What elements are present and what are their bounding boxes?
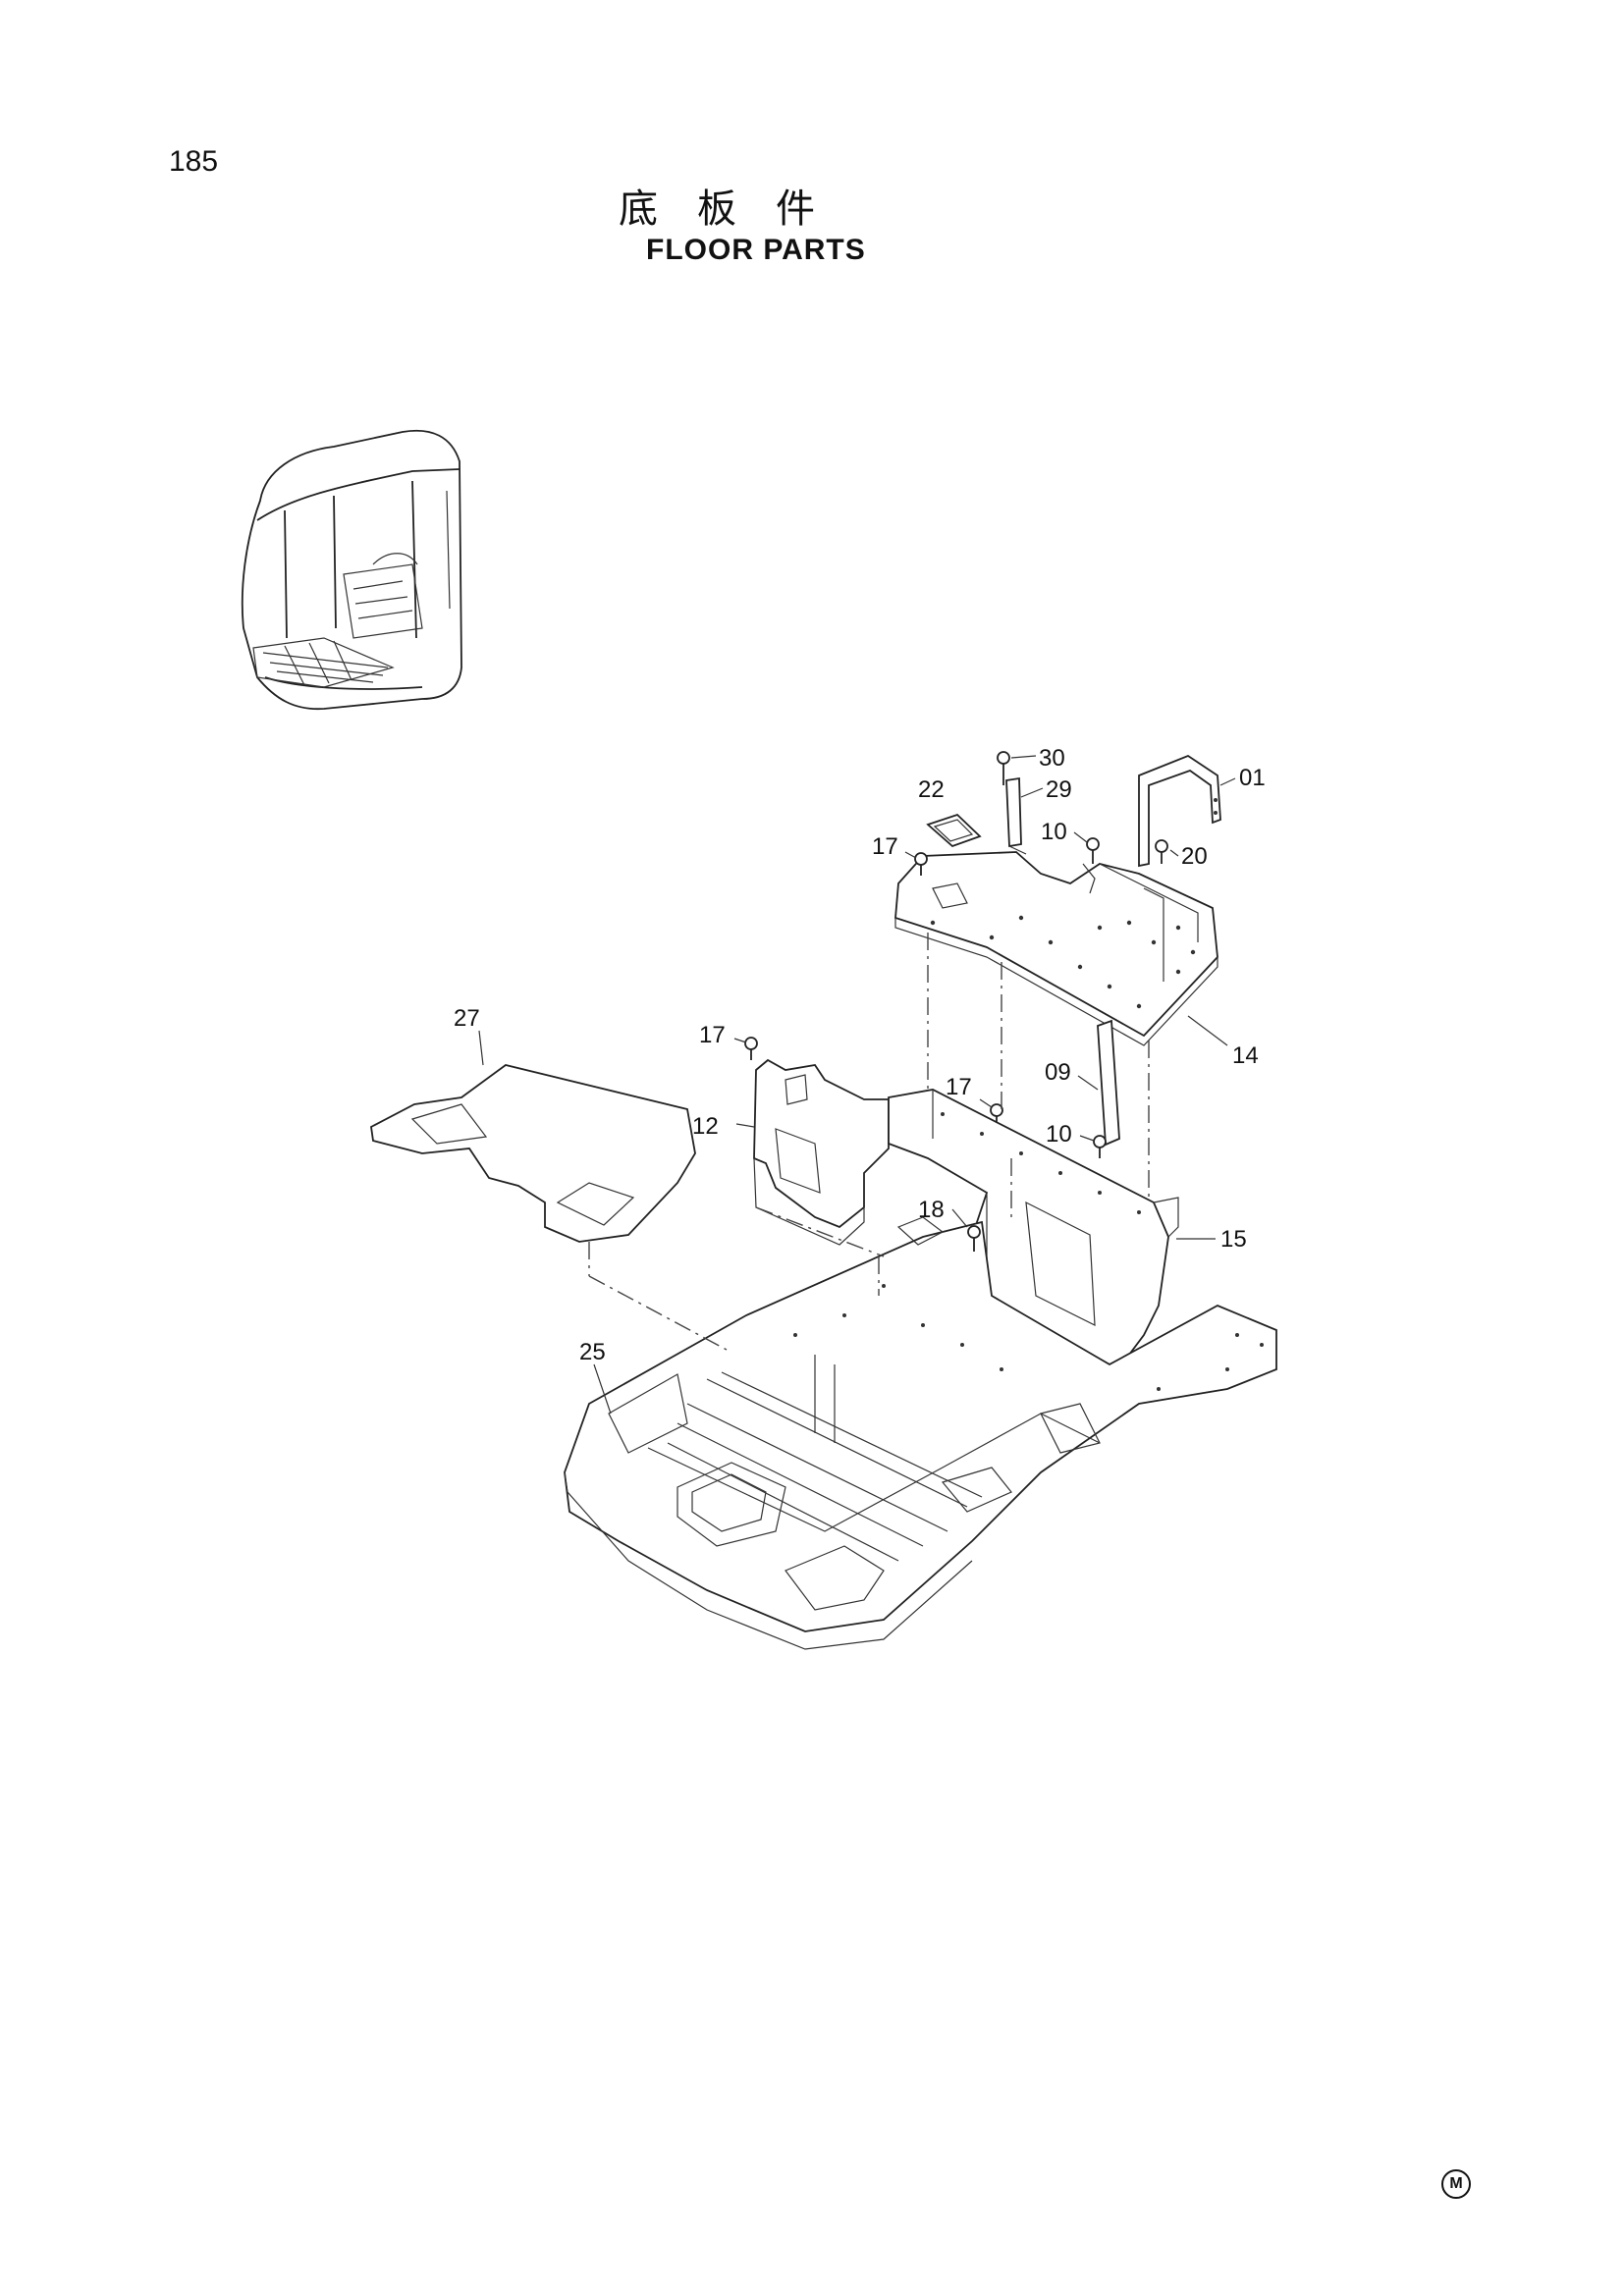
- callout-12: 12: [692, 1113, 719, 1140]
- bolt-part-18: [967, 1225, 981, 1252]
- callout-18: 18: [918, 1197, 945, 1223]
- callout-15: 15: [1220, 1226, 1247, 1253]
- bolt-part-17-middle: [990, 1103, 1003, 1127]
- bolt-part-10-upper: [1082, 837, 1100, 894]
- bolt-part-30: [997, 751, 1010, 785]
- callout-01: 01: [1239, 765, 1266, 791]
- cover-part-22: [926, 813, 982, 848]
- callout-10-upper: 10: [1041, 819, 1067, 845]
- main-floor-25: [564, 1216, 1277, 1650]
- cab-thumbnail-illustration: [241, 429, 462, 711]
- bolt-part-17-upper: [914, 852, 928, 876]
- callout-29: 29: [1046, 776, 1072, 803]
- leader-lines: [478, 755, 1236, 1415]
- corner-mark-icon: M: [1441, 2169, 1471, 2199]
- bracket-part-01: [1138, 754, 1221, 868]
- callout-17-middle: 17: [946, 1074, 972, 1100]
- upper-floor-plate: [894, 851, 1218, 1046]
- callout-17-left: 17: [699, 1022, 726, 1048]
- bolt-part-20: [1155, 839, 1168, 864]
- callout-30: 30: [1039, 745, 1065, 772]
- bolt-part-10-lower: [1093, 1135, 1107, 1158]
- callout-27: 27: [454, 1005, 480, 1032]
- callout-labels: 30 22 29 01 17 10 20 27 17 14 09 17 12 1…: [454, 745, 1266, 1365]
- callout-17-upper: 17: [872, 833, 898, 860]
- callout-22: 22: [918, 776, 945, 803]
- floor-mat-27: [370, 1064, 696, 1243]
- callout-10-lower: 10: [1046, 1121, 1072, 1148]
- title-english: FLOOR PARTS: [646, 234, 866, 266]
- bracket-part-29: [1005, 776, 1027, 855]
- title-chinese: 底板件: [619, 187, 854, 232]
- page-number: 185: [169, 145, 219, 178]
- side-panel-12: [753, 1058, 890, 1246]
- strap-part-09: [1097, 1019, 1120, 1147]
- callout-20: 20: [1181, 843, 1208, 870]
- callout-09: 09: [1045, 1059, 1071, 1086]
- assembly-lines: [588, 933, 1150, 1351]
- callout-25: 25: [579, 1339, 606, 1365]
- bolt-part-17-left: [744, 1037, 758, 1060]
- callout-14: 14: [1232, 1042, 1259, 1069]
